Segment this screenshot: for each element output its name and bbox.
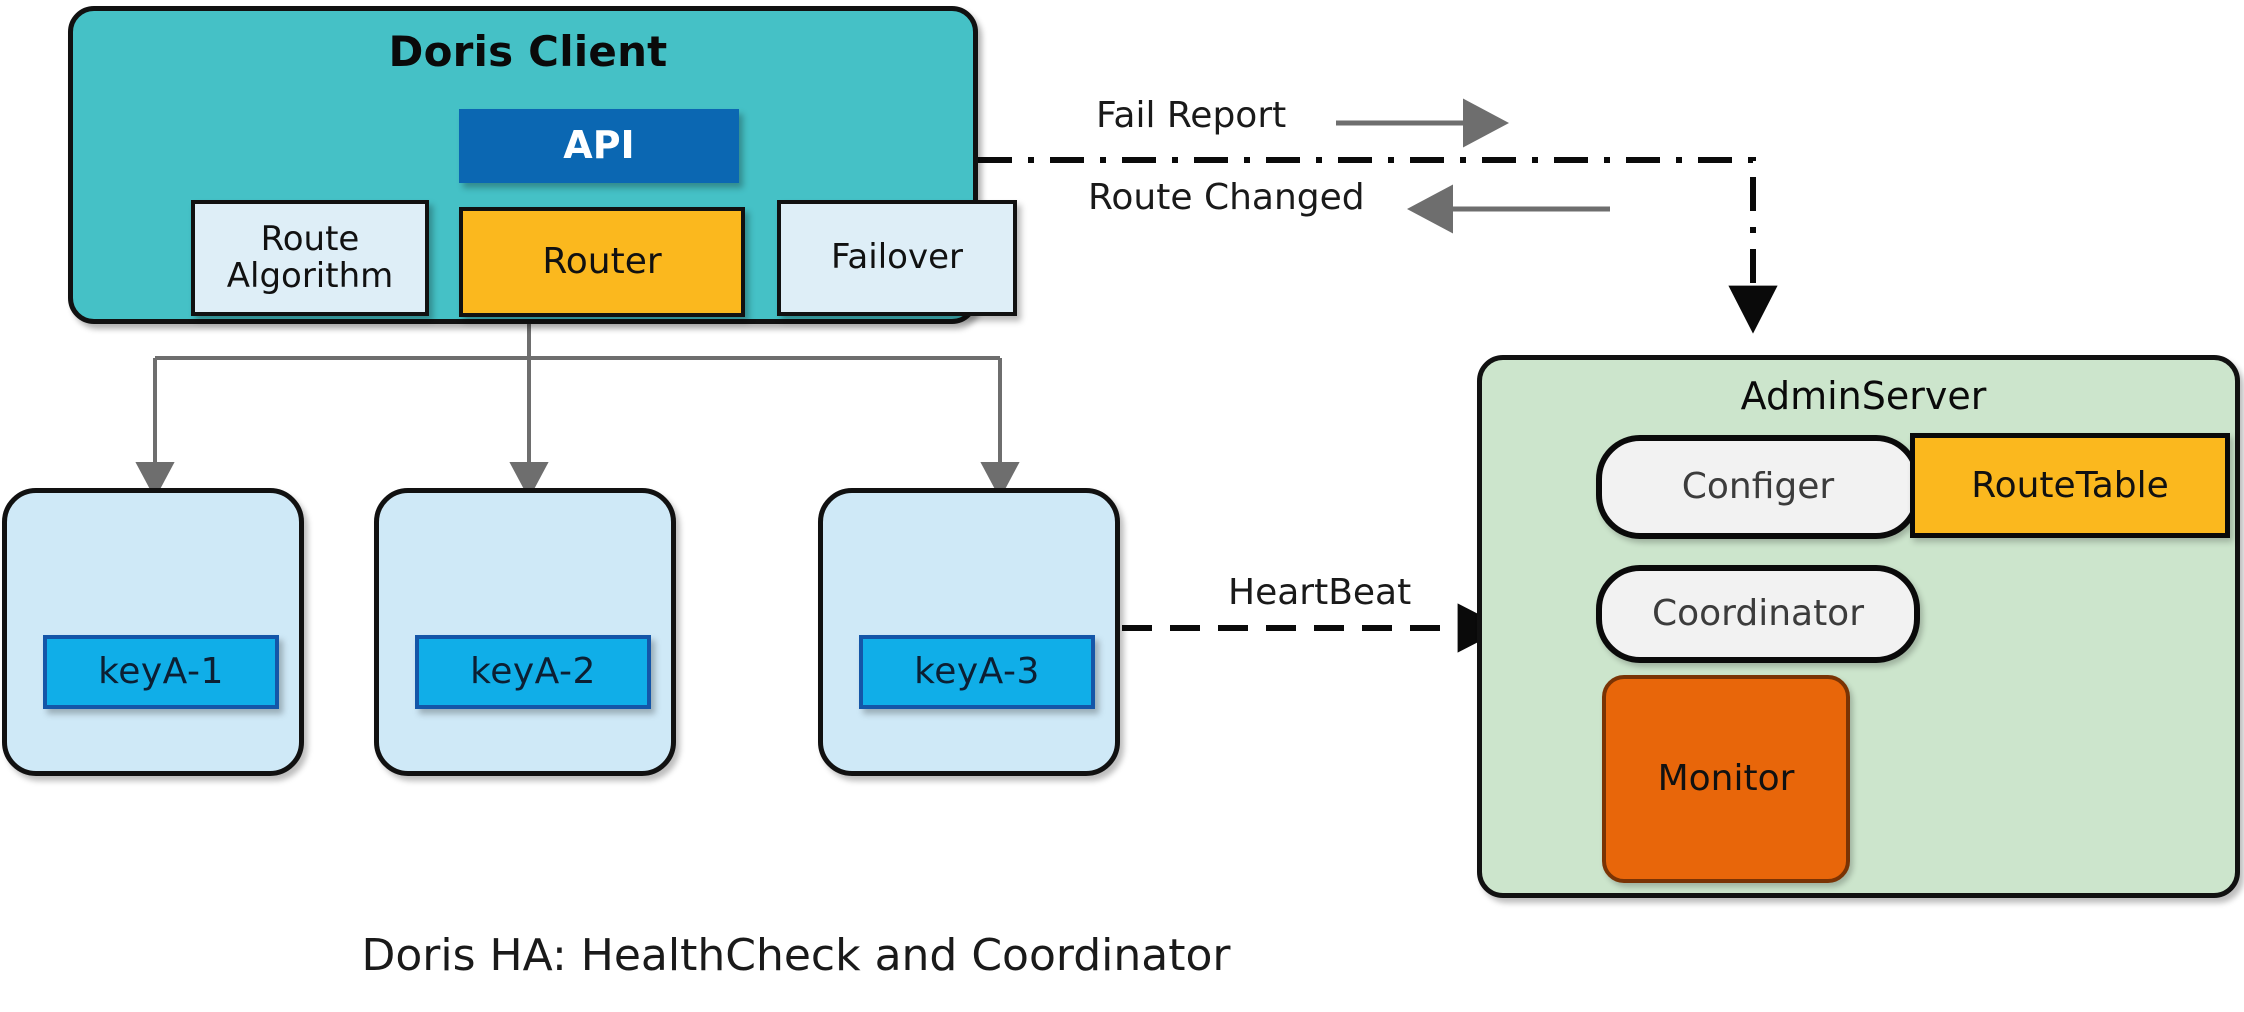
key-chip-keya-2[interactable]: keyA-2	[415, 635, 651, 709]
api-label: API	[563, 123, 635, 168]
route-table-label: RouteTable	[1971, 464, 2169, 506]
heartbeat-edge-label: HeartBeat	[1228, 572, 1412, 613]
admin-server-panel[interactable]: AdminServer Configer Coordinator RouteTa…	[1477, 355, 2240, 898]
coordinator-component[interactable]: Coordinator	[1596, 565, 1920, 663]
failover-component[interactable]: Failover	[777, 200, 1017, 316]
router-label: Router	[542, 241, 662, 283]
route-algorithm-label: Route Algorithm	[226, 218, 394, 296]
key-node-keya-2[interactable]: keyA-2	[374, 488, 676, 776]
monitor-component[interactable]: Monitor	[1602, 675, 1850, 883]
doris-client-panel[interactable]: Doris Client API Route Algorithm Router …	[68, 6, 1017, 324]
key-chip-label: keyA-2	[470, 651, 596, 693]
admin-server-title: AdminServer	[1740, 374, 1987, 418]
key-node-keya-3[interactable]: keyA-3	[818, 488, 1120, 776]
api-component[interactable]: API	[459, 109, 739, 183]
coordinator-label: Coordinator	[1651, 593, 1865, 635]
monitor-label: Monitor	[1657, 758, 1795, 800]
router-component[interactable]: Router	[459, 207, 745, 317]
configer-component[interactable]: Configer	[1596, 435, 1920, 539]
route-changed-edge-label: Route Changed	[1088, 177, 1365, 218]
configer-label: Configer	[1681, 466, 1835, 508]
failover-label: Failover	[831, 237, 963, 278]
route-algorithm-component[interactable]: Route Algorithm	[191, 200, 429, 316]
key-chip-label: keyA-3	[914, 651, 1040, 693]
diagram-caption: Doris HA: HealthCheck and Coordinator	[361, 930, 1231, 981]
key-chip-keya-3[interactable]: keyA-3	[859, 635, 1095, 709]
doris-client-title: Doris Client	[388, 27, 668, 76]
router-fanout-connectors	[135, 306, 1020, 499]
fail-report-edge-label: Fail Report	[1096, 95, 1287, 136]
key-chip-keya-1[interactable]: keyA-1	[43, 635, 279, 709]
route-table-component[interactable]: RouteTable	[1910, 433, 2230, 538]
key-node-keya-1[interactable]: keyA-1	[2, 488, 304, 776]
key-chip-label: keyA-1	[98, 651, 224, 693]
